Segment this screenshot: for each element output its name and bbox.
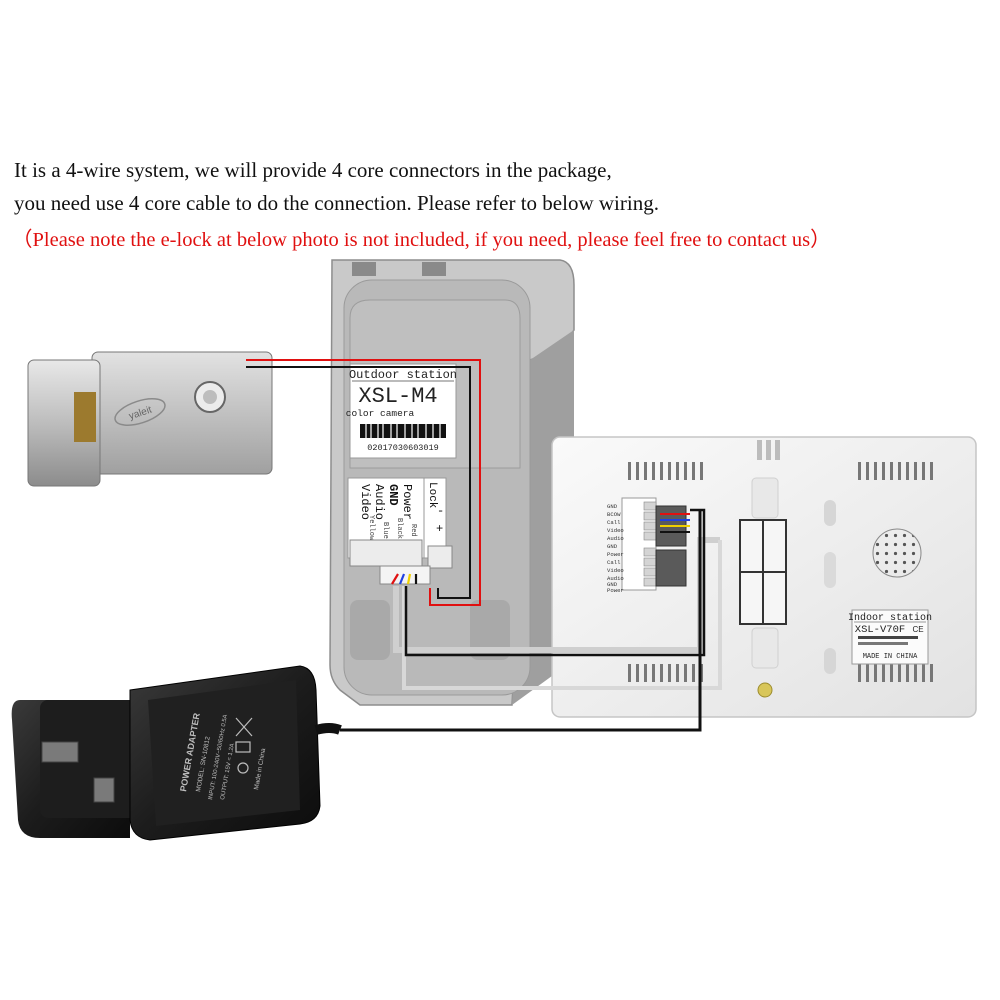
lock-red-wire [246, 359, 481, 606]
vent-slots-top-left [628, 462, 703, 480]
lock-latch [74, 392, 96, 442]
indoor-terminal-6: Power [607, 551, 624, 558]
indoor-station-model: XSL-V70F [855, 624, 905, 636]
terminal-audio: Audio [372, 484, 386, 520]
indoor-terminal-10: GND [607, 581, 618, 588]
caption-line-2: you need use 4 core cable to do the conn… [14, 191, 659, 215]
outdoor-station-barcode [360, 424, 446, 438]
terminal-power: Power [400, 484, 414, 520]
caption-note-line: （Please note the e-lock at below photo i… [12, 229, 831, 251]
indoor-station: Indoor station XSL-V70F CE MADE IN CHINA… [551, 436, 977, 718]
indoor-terminal-9: Audio [607, 575, 624, 582]
plug-pin-right-icon [93, 777, 115, 803]
indoor-terminal-0: GND [607, 503, 618, 510]
indoor-terminal-7: Call [607, 559, 621, 566]
wire-color-yellow: Yellow [367, 515, 375, 541]
indoor-terminal-11: Power [607, 587, 624, 594]
terminal-lock-plus: + [436, 522, 443, 536]
outdoor-terminal-block [349, 539, 423, 567]
outdoor-4pin-connector [379, 565, 431, 585]
plug-pin-top-icon [41, 741, 79, 763]
adapter-cable-stub [314, 723, 342, 735]
indoor-terminal-3: Video [607, 527, 624, 534]
indoor-station-header: Indoor station [848, 612, 932, 624]
lock-body [91, 351, 273, 475]
electric-lock: yaleit [27, 351, 273, 487]
adapter-bin-symbol-icon [235, 717, 253, 737]
indoor-terminal-2: Call [607, 519, 621, 526]
vent-slots-bottom-right [858, 664, 933, 682]
adapter-house-symbol-icon [235, 741, 251, 753]
outdoor-station: Outdoor station XSL-M4 color camera 0201… [329, 259, 575, 706]
power-adapter: POWER ADAPTER MODEL: SN-10812 INPUT: 100… [11, 665, 342, 841]
terminal-gnd: GND [386, 484, 400, 506]
indoor-terminal-4: Audio [607, 535, 624, 542]
vent-slots-top-right [858, 462, 933, 480]
lock-faceplate [27, 359, 101, 487]
speaker-grille-icon [872, 528, 922, 578]
power-cable [340, 510, 702, 732]
wires [246, 359, 722, 732]
indoor-terminal-1: BCOW [607, 511, 621, 518]
indoor-station-ce-mark: CE [912, 625, 923, 634]
indoor-terminal-5: GND [607, 543, 618, 550]
terminal-video: Video [358, 484, 372, 520]
lock-black-wire [246, 366, 471, 599]
terminal-lock-minus: - [437, 504, 444, 518]
indoor-terminal-8: Video [607, 567, 624, 574]
outdoor-station-serial: 02017030603019 [367, 443, 438, 453]
adapter-polarity-symbol-icon [237, 762, 249, 774]
wire-color-black: Black [395, 518, 403, 539]
warranty-sticker-icon [757, 682, 773, 698]
caption-line-1: It is a 4-wire system, we will provide 4… [14, 158, 612, 182]
outdoor-station-subtitle: color camera [346, 408, 415, 419]
outdoor-station-header: Outdoor station [349, 368, 457, 382]
wire-color-red: Red [409, 524, 417, 537]
outdoor-station-model: XSL-M4 [358, 384, 437, 409]
terminal-lock: Lock [426, 482, 438, 509]
wire-color-blue: Blue [381, 522, 389, 539]
indoor-station-made-in: MADE IN CHINA [863, 653, 918, 661]
outdoor-station-label [349, 363, 457, 459]
